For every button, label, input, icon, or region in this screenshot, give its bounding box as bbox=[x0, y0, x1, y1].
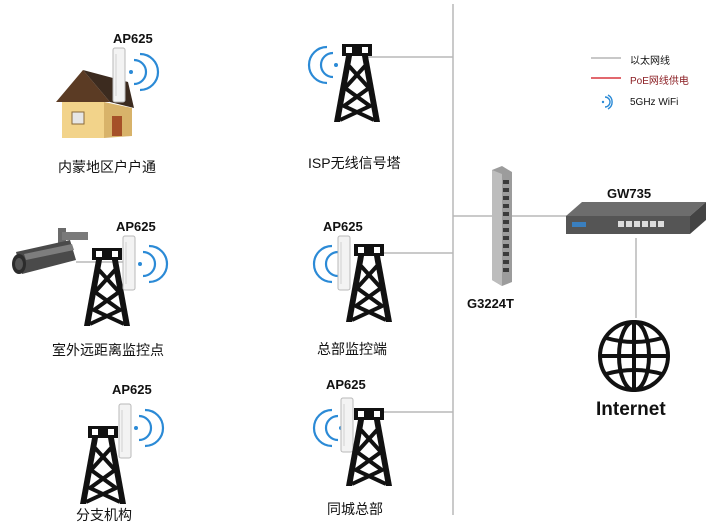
device-label: AP625 bbox=[112, 382, 152, 397]
internet-label: Internet bbox=[596, 399, 666, 420]
wifi-signal-icon bbox=[129, 52, 160, 92]
camera-icon bbox=[12, 228, 88, 274]
device-label: AP625 bbox=[326, 377, 366, 392]
gateway-label: GW735 bbox=[607, 186, 652, 201]
site-label: 室外远距离监控点 bbox=[52, 342, 164, 358]
legend-ethernet-swatch bbox=[591, 57, 621, 59]
device-label: AP625 bbox=[113, 31, 153, 46]
access-point-icon bbox=[122, 235, 136, 291]
site-label: ISP无线信号塔 bbox=[308, 155, 401, 171]
tower-icon bbox=[346, 244, 392, 322]
access-point-icon bbox=[340, 397, 354, 453]
tower-icon bbox=[80, 426, 126, 504]
site-label: 总部监控端 bbox=[317, 341, 387, 357]
site-label: 内蒙地区户户通 bbox=[58, 159, 156, 175]
wifi-signal-icon bbox=[134, 408, 165, 448]
wifi-signal-icon bbox=[312, 408, 343, 448]
legend-poe-swatch bbox=[591, 77, 621, 79]
site-label: 同城总部 bbox=[327, 501, 383, 517]
globe-icon bbox=[598, 320, 670, 392]
switch-label: G3224T bbox=[467, 296, 514, 311]
tower-icon bbox=[84, 248, 130, 326]
access-point-icon bbox=[112, 47, 126, 103]
router-icon bbox=[566, 202, 706, 234]
device-label: AP625 bbox=[323, 219, 363, 234]
tower-icon bbox=[334, 44, 380, 122]
legend-poe-label: PoE网线供电 bbox=[630, 76, 689, 87]
legend-wifi-label: 5GHz WiFi bbox=[630, 97, 679, 108]
site-label: 分支机构 bbox=[76, 507, 132, 523]
access-point-icon bbox=[337, 235, 351, 291]
tower-icon bbox=[346, 408, 392, 486]
wifi-icon bbox=[601, 94, 613, 110]
wifi-signal-icon bbox=[307, 45, 338, 85]
legend-ethernet-label: 以太网线 bbox=[630, 56, 670, 67]
wifi-signal-icon bbox=[138, 244, 169, 284]
access-point-icon bbox=[118, 403, 132, 459]
switch-icon bbox=[492, 166, 512, 286]
device-label: AP625 bbox=[116, 219, 156, 234]
